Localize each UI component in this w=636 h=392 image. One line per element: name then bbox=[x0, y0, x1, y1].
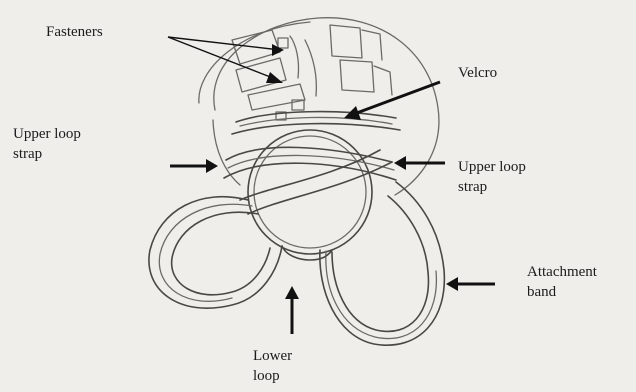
right-band-loop bbox=[320, 182, 445, 345]
fastener-parts bbox=[232, 25, 392, 120]
upper-loop-left-arrow bbox=[170, 159, 218, 173]
left-band-loop bbox=[149, 197, 282, 308]
fasteners-arrows bbox=[168, 37, 284, 83]
attachment-band-label: Attachment band bbox=[527, 262, 597, 302]
upper-loop-strap-right-label: Upper loop strap bbox=[458, 157, 526, 197]
upper-loop-strap-left-label: Upper loop strap bbox=[13, 124, 81, 164]
fasteners-label: Fasteners bbox=[46, 22, 103, 42]
lower-loop-arrow bbox=[285, 286, 299, 334]
lower-loop-label: Lower loop bbox=[253, 346, 292, 386]
attachment-band-arrow bbox=[446, 277, 495, 291]
upper-loop-right-arrow bbox=[394, 156, 445, 170]
velcro-label: Velcro bbox=[458, 63, 497, 83]
